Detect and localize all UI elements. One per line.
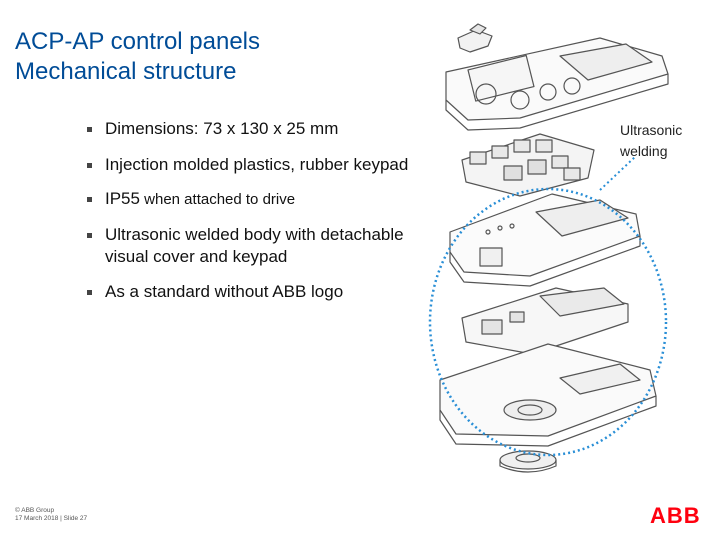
bullet-rest-text: when attached to drive — [139, 191, 296, 208]
bullet-item-ip-rating: IP55 when attached to drive — [85, 188, 435, 211]
callout-leader-line — [599, 155, 637, 191]
front-cover-part — [445, 37, 669, 131]
bullet-text: Injection molded plastics, rubber keypad — [105, 155, 409, 174]
bullet-lead-text: IP55 — [105, 189, 140, 208]
date-slide-text: 17 March 2018 | Slide 27 — [15, 515, 88, 522]
circuit-board-part — [461, 287, 629, 355]
bullet-item-body: Ultrasonic welded body with detachable v… — [85, 224, 435, 268]
cap-part — [457, 23, 493, 53]
welding-highlight-outline — [428, 187, 668, 457]
bottom-housing-part — [439, 343, 657, 447]
keypad-part — [461, 133, 595, 197]
bullet-square-icon — [87, 233, 92, 238]
slide-title: ACP-AP control panels Mechanical structu… — [15, 27, 260, 87]
bullet-list: Dimensions: 73 x 130 x 25 mm Injection m… — [85, 118, 435, 303]
bullet-square-icon — [87, 163, 92, 168]
callout-line-1: Ultrasonic — [620, 122, 683, 138]
abb-logo-text: ABB — [650, 503, 701, 527]
ultrasonic-welding-callout: Ultrasonic welding — [620, 120, 720, 162]
bullet-square-icon — [87, 197, 92, 202]
callout-line-2: welding — [620, 143, 668, 159]
bullet-text: Dimensions: 73 x 130 x 25 mm — [105, 119, 339, 138]
slide-footer: © ABB Group 17 March 2018 | Slide 27 — [15, 507, 87, 523]
bullet-item-logo: As a standard without ABB logo — [85, 281, 435, 303]
bullet-item-materials: Injection molded plastics, rubber keypad — [85, 154, 435, 176]
bullet-item-dimensions: Dimensions: 73 x 130 x 25 mm — [85, 118, 435, 140]
knob-part — [499, 450, 557, 473]
bullet-square-icon — [87, 290, 92, 295]
title-line-1: ACP-AP control panels — [15, 28, 261, 55]
title-line-2: Mechanical structure — [15, 58, 237, 85]
top-housing-part — [449, 193, 641, 287]
bullet-square-icon — [87, 127, 92, 132]
abb-logo: ABB — [650, 503, 701, 527]
bullet-text: As a standard without ABB logo — [105, 282, 344, 301]
copyright-text: © ABB Group — [15, 507, 55, 514]
bullet-text: Ultrasonic welded body with detachable v… — [105, 225, 404, 266]
